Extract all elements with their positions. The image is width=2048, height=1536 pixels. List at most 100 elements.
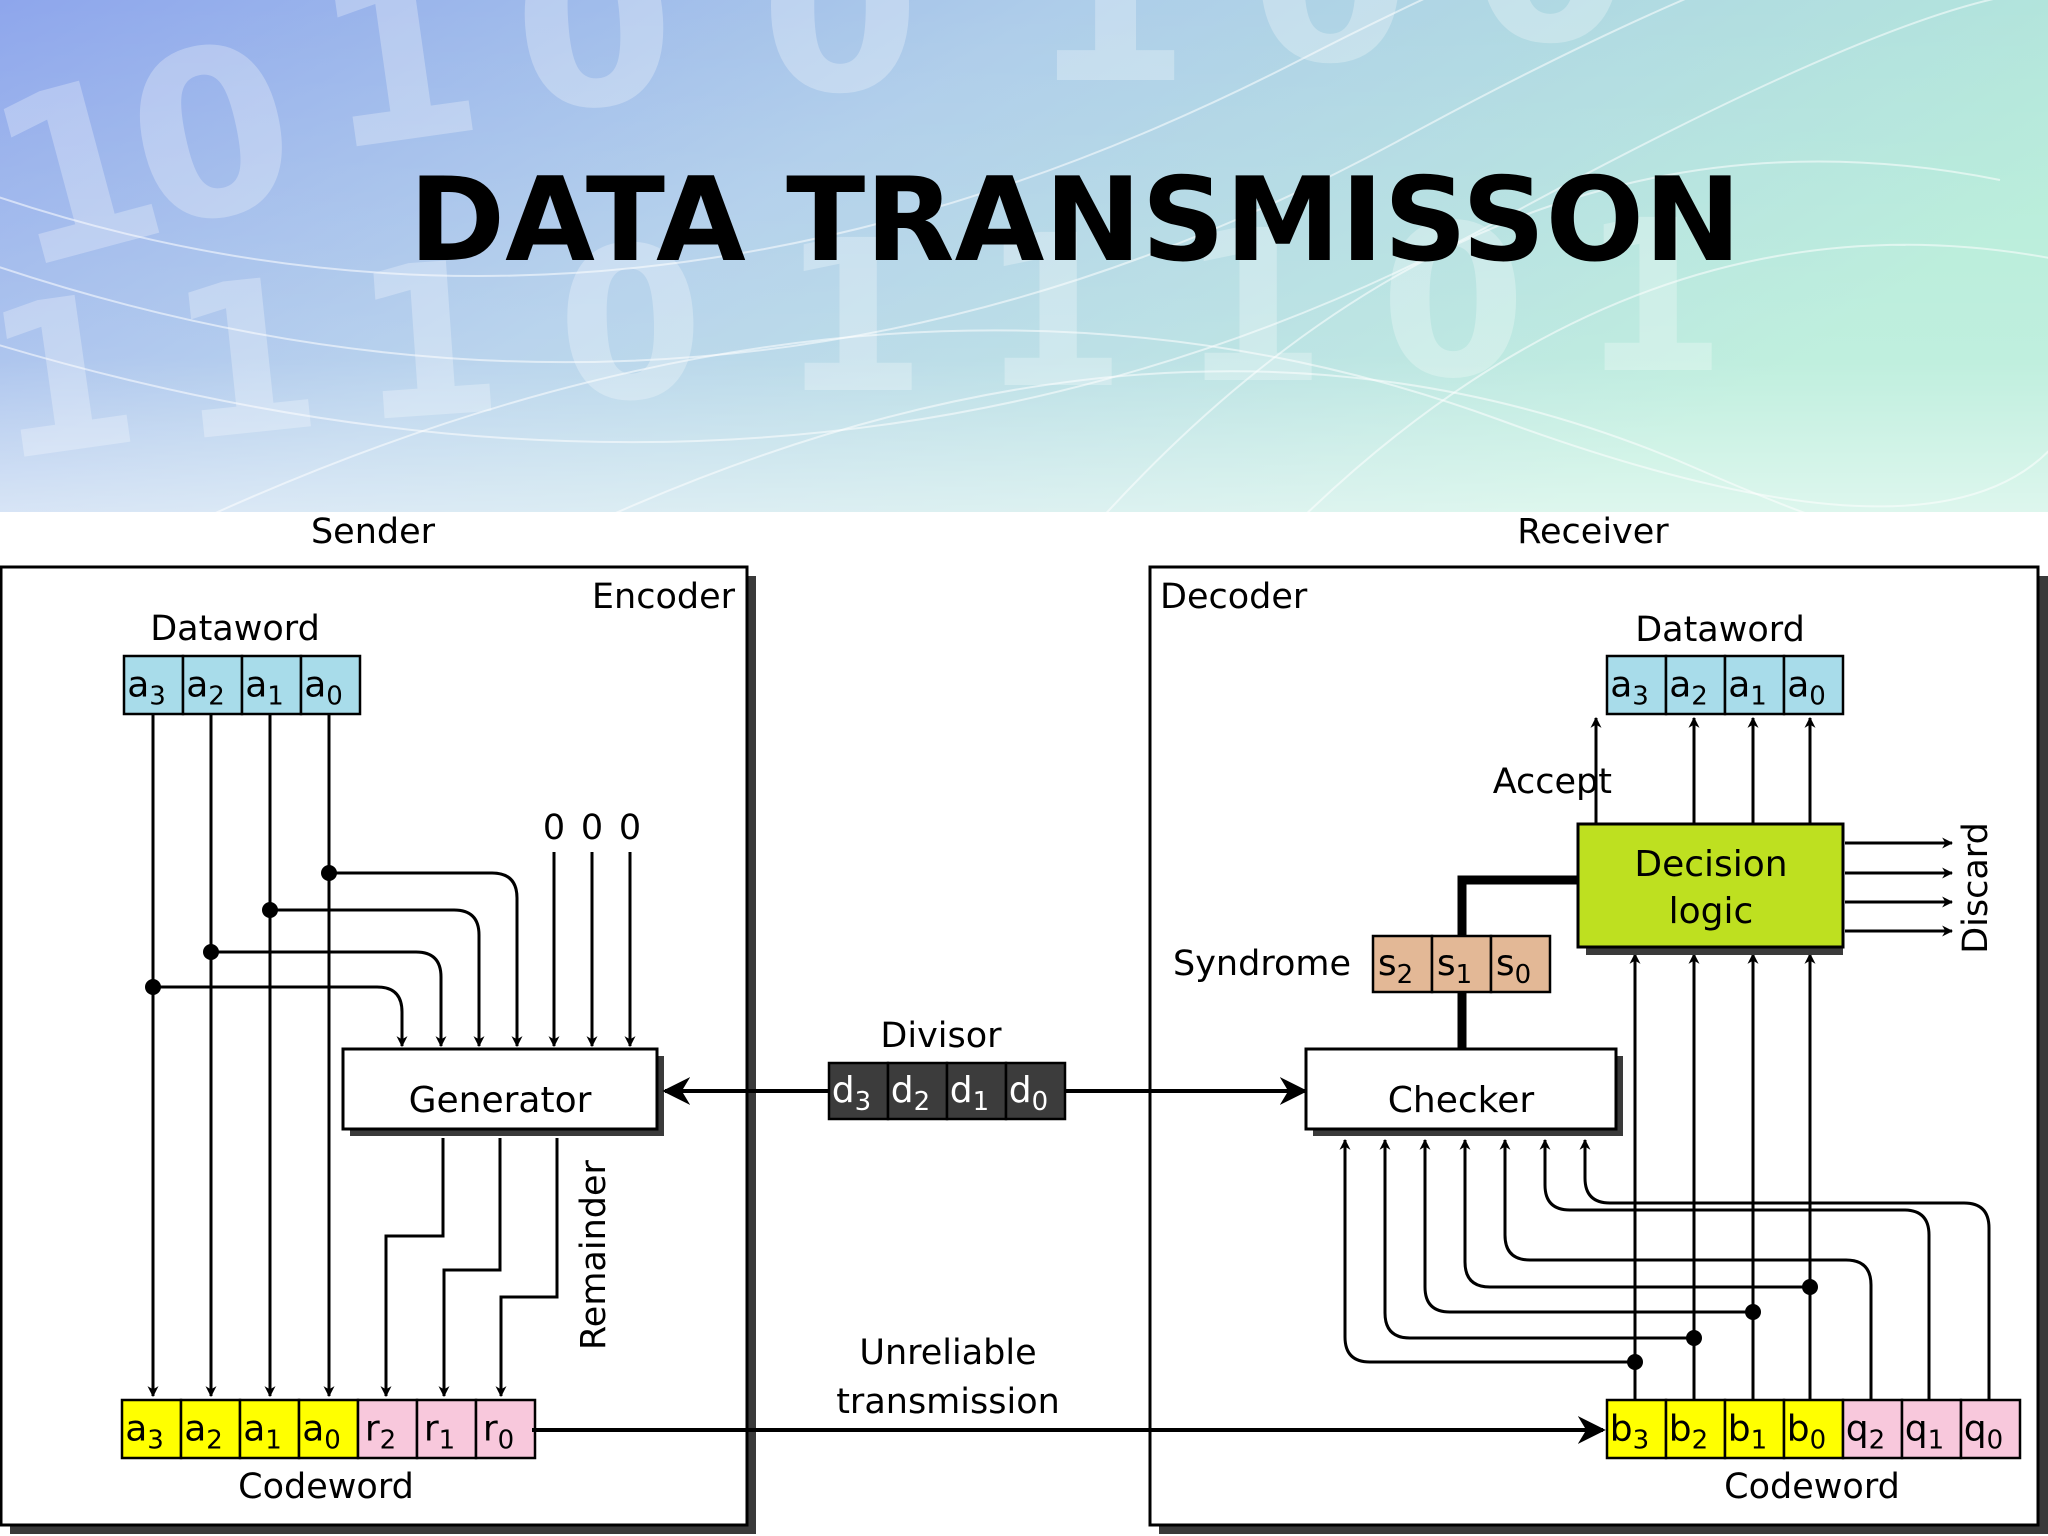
receiver-codeword-label: Codeword bbox=[1724, 1467, 1900, 1507]
sender-codeword-cell-r0: r0 bbox=[474, 1398, 537, 1460]
sender-codeword-label: Codeword bbox=[238, 1467, 414, 1507]
sender-codeword-cell-a3: a3 bbox=[120, 1398, 183, 1460]
sender-dataword-cell-a3: a3 bbox=[122, 654, 185, 716]
receiver-codeword-cell-b2: b2 bbox=[1664, 1398, 1727, 1460]
sender-dataword-cell-box bbox=[122, 654, 185, 716]
sender-codeword-cell-label: a0 bbox=[302, 1409, 341, 1456]
divisor-cell-d3: d3 bbox=[827, 1061, 890, 1121]
bit-subscript: 2 bbox=[208, 682, 225, 712]
sender-dataword-label: Dataword bbox=[150, 609, 320, 649]
bit-base: d bbox=[1009, 1070, 1032, 1111]
receiver-codeword-cell-box bbox=[1605, 1398, 1668, 1460]
bit-base: a bbox=[245, 665, 267, 706]
sender-codeword-cell-a1: a1 bbox=[238, 1398, 301, 1460]
syndrome-cell-box bbox=[1371, 934, 1434, 994]
bit-base: d bbox=[950, 1070, 973, 1111]
receiver-codeword-cell-box bbox=[1841, 1398, 1904, 1460]
bit-subscript: 0 bbox=[1515, 960, 1532, 990]
receiver-codeword-cell-q2: q2 bbox=[1841, 1398, 1904, 1460]
receiver-codeword-cell-b1: b1 bbox=[1723, 1398, 1786, 1460]
sender-dataword-cell-label: a3 bbox=[127, 665, 166, 712]
sender-label: Sender bbox=[311, 512, 436, 552]
receiver-dataword-cell-label: a2 bbox=[1669, 665, 1708, 712]
bit-base: b bbox=[1669, 1409, 1692, 1450]
receiver-dataword-cell-box bbox=[1664, 654, 1727, 716]
sender-dataword-cell-label: a1 bbox=[245, 665, 284, 712]
syndrome-cell-s0: s0 bbox=[1489, 934, 1552, 994]
sender-codeword-cell-label: a1 bbox=[243, 1409, 282, 1456]
syndrome-cell-label: s1 bbox=[1437, 943, 1472, 990]
decision-logic-box: Decision logic bbox=[1576, 822, 1845, 955]
receiver-codeword-cell-label: q2 bbox=[1846, 1409, 1885, 1456]
sender-codeword-cell-r2: r2 bbox=[356, 1398, 419, 1460]
receiver-dataword-cell-label: a3 bbox=[1610, 665, 1649, 712]
divisor-cell-box bbox=[886, 1061, 949, 1121]
receiver-dataword-cell-label: a0 bbox=[1787, 665, 1826, 712]
zero-bit: 0 bbox=[581, 808, 603, 848]
bit-subscript: 3 bbox=[147, 1426, 164, 1456]
sender-junctions bbox=[145, 865, 337, 995]
discard-label: Discard bbox=[1956, 822, 1996, 954]
syndrome-cell-label: s2 bbox=[1378, 943, 1413, 990]
sender-codeword-cell-label: r2 bbox=[365, 1409, 396, 1456]
bit-base: q bbox=[1905, 1409, 1928, 1450]
sender-codeword-cell-label: a3 bbox=[125, 1409, 164, 1456]
bit-subscript: 2 bbox=[1397, 960, 1414, 990]
receiver-dataword-cell-box bbox=[1782, 654, 1845, 716]
bit-base: a bbox=[184, 1409, 206, 1450]
bit-base: a bbox=[1787, 665, 1809, 706]
bit-subscript: 1 bbox=[1751, 1426, 1768, 1456]
receiver-dataword-cell-box bbox=[1723, 654, 1786, 716]
bit-subscript: 2 bbox=[380, 1426, 397, 1456]
bit-base: q bbox=[1846, 1409, 1869, 1450]
divisor-cell-box bbox=[945, 1061, 1008, 1121]
bit-base: r bbox=[365, 1409, 380, 1450]
bit-subscript: 1 bbox=[1750, 682, 1767, 712]
decision-label-line1: Decision bbox=[1634, 844, 1787, 885]
bit-subscript: 2 bbox=[1692, 1426, 1709, 1456]
receiver-junctions bbox=[1627, 1279, 1818, 1370]
bit-subscript: 2 bbox=[914, 1087, 931, 1117]
bit-base: b bbox=[1610, 1409, 1633, 1450]
receiver-codeword-cell-b3: b3 bbox=[1605, 1398, 1668, 1460]
bit-base: a bbox=[1669, 665, 1691, 706]
bit-base: a bbox=[186, 665, 208, 706]
zero-bit: 0 bbox=[619, 808, 641, 848]
encoder-label: Encoder bbox=[592, 577, 736, 617]
receiver-codeword-cell-q0: q0 bbox=[1959, 1398, 2022, 1460]
receiver-codeword-cell-b0: b0 bbox=[1782, 1398, 1845, 1460]
sender-dataword-cell-a1: a1 bbox=[240, 654, 303, 716]
divisor-cell-label: d3 bbox=[832, 1070, 871, 1117]
receiver-codeword-cell-label: b3 bbox=[1610, 1409, 1649, 1456]
syndrome-cell-label: s0 bbox=[1496, 943, 1531, 990]
bit-base: b bbox=[1787, 1409, 1810, 1450]
divisor-cell-box bbox=[827, 1061, 890, 1121]
decision-label-line2: logic bbox=[1669, 891, 1754, 932]
sender-codeword-cell-box bbox=[415, 1398, 478, 1460]
receiver-codeword-cell-label: b2 bbox=[1669, 1409, 1708, 1456]
divisor-cell-d2: d2 bbox=[886, 1061, 949, 1121]
bit-base: s bbox=[1378, 943, 1397, 984]
divisor-label: Divisor bbox=[880, 1016, 1002, 1056]
sender-codeword-cell-a0: a0 bbox=[297, 1398, 360, 1460]
bit-base: d bbox=[891, 1070, 914, 1111]
bit-subscript: 1 bbox=[439, 1426, 456, 1456]
bit-subscript: 0 bbox=[1810, 1426, 1827, 1456]
receiver-dataword-cell-a2: a2 bbox=[1664, 654, 1727, 716]
bit-subscript: 2 bbox=[1691, 682, 1708, 712]
generator-box: Generator bbox=[341, 1047, 664, 1136]
bit-base: a bbox=[1610, 665, 1632, 706]
receiver-codeword-cell-box bbox=[1900, 1398, 1963, 1460]
bit-subscript: 3 bbox=[1632, 682, 1649, 712]
bit-base: a bbox=[243, 1409, 265, 1450]
bit-base: a bbox=[302, 1409, 324, 1450]
sender-codeword-cell-box bbox=[356, 1398, 419, 1460]
bit-subscript: 0 bbox=[1987, 1426, 2004, 1456]
sender-codeword-cell-label: r0 bbox=[483, 1409, 514, 1456]
bit-subscript: 3 bbox=[149, 682, 166, 712]
sender-codeword-cell-box bbox=[238, 1398, 301, 1460]
